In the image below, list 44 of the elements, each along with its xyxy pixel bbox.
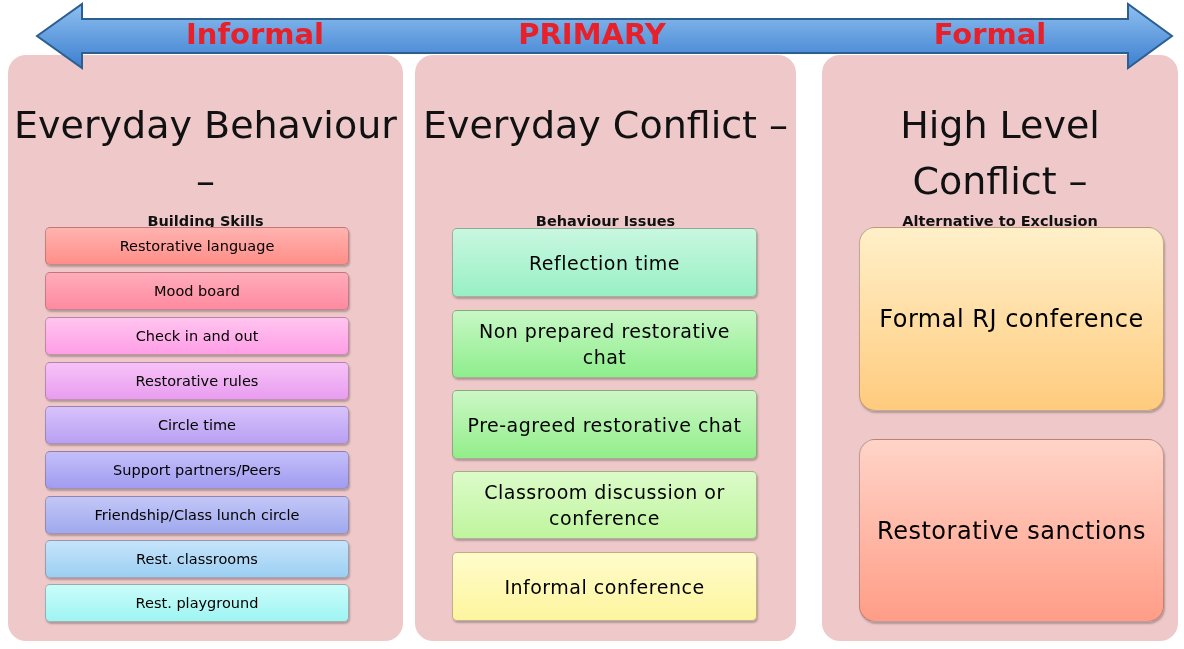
- item-text: Check in and out: [134, 327, 260, 345]
- item-text: Informal conference: [503, 574, 706, 600]
- item-text: Support partners/Peers: [112, 461, 282, 479]
- item-box: [859, 439, 1164, 622]
- item-box: [859, 227, 1164, 411]
- column-heading: Everyday Behaviour –: [13, 102, 398, 205]
- column-panel: [8, 55, 403, 641]
- item-text: Circle time: [156, 416, 238, 434]
- scale-label: Informal: [186, 17, 324, 51]
- column-subheading: Behaviour Issues: [534, 213, 677, 229]
- item-text: Rest. classrooms: [135, 550, 259, 568]
- item-box: [452, 552, 757, 621]
- item-box: [45, 272, 349, 310]
- item-box: [45, 451, 349, 489]
- item-text: Mood board: [153, 282, 241, 300]
- item-box: [45, 540, 349, 578]
- item-text: Pre-agreed restorative chat: [466, 412, 743, 438]
- item-box: [45, 317, 349, 355]
- item-text: Classroom discussion or conference: [483, 480, 726, 531]
- item-box: [452, 310, 757, 378]
- item-text: Reflection time: [528, 250, 681, 276]
- column-heading: High Level Conflict –: [899, 102, 1101, 205]
- scale-label: Formal: [933, 17, 1047, 51]
- item-box: [452, 390, 757, 459]
- item-text: Rest. playground: [134, 594, 260, 612]
- item-box: [452, 471, 757, 539]
- item-text: Restorative sanctions: [876, 515, 1147, 546]
- item-text: Friendship/Class lunch circle: [93, 506, 301, 524]
- item-box: [45, 496, 349, 534]
- column-panel: [822, 55, 1178, 641]
- item-box: [45, 584, 349, 622]
- item-box: [45, 227, 349, 265]
- column-panel: [415, 55, 796, 641]
- item-box: [452, 228, 757, 297]
- item-box: [45, 406, 349, 444]
- item-text: Restorative rules: [134, 372, 260, 390]
- item-text: Formal RJ conference: [878, 304, 1145, 334]
- item-text: Non prepared restorative chat: [477, 319, 732, 370]
- column-subheading: Building Skills: [146, 213, 265, 229]
- item-text: Restorative language: [118, 237, 276, 255]
- column-heading: Everyday Conflict –: [421, 102, 790, 149]
- item-box: [45, 362, 349, 400]
- scale-label: PRIMARY: [518, 17, 666, 51]
- column-subheading: Alternative to Exclusion: [901, 213, 1099, 229]
